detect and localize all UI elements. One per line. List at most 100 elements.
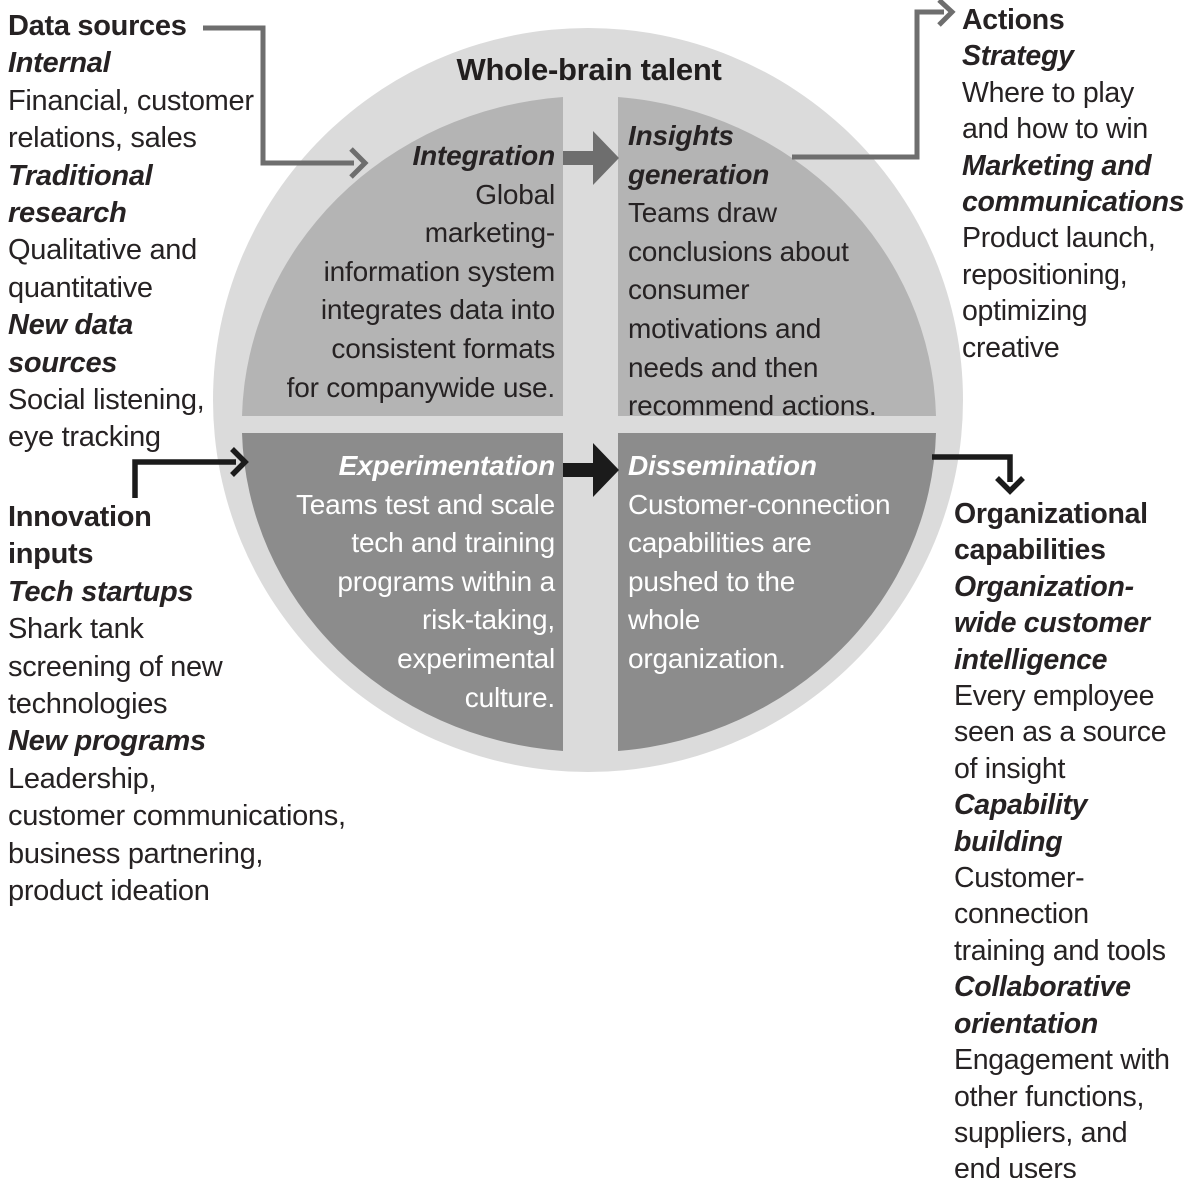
text-line: programs within a bbox=[337, 565, 555, 597]
text-line: whole bbox=[628, 604, 701, 636]
quadrant-dissemination bbox=[618, 433, 936, 751]
text-line: risk-taking, bbox=[422, 604, 555, 636]
text-line: experimental bbox=[397, 642, 555, 674]
text-line: Marketing and bbox=[962, 149, 1152, 182]
text-line: pushed to the bbox=[628, 565, 796, 597]
text-line: recommend actions. bbox=[628, 390, 877, 422]
quadrant-experimentation bbox=[242, 433, 563, 751]
text-line: New programs bbox=[8, 725, 206, 758]
text-line: conclusions about bbox=[628, 235, 849, 267]
innovation-inputs-connector-arrow-icon bbox=[132, 447, 249, 498]
text-line: Organizational bbox=[954, 498, 1148, 530]
text-line: technologies bbox=[8, 688, 168, 721]
text-line: Insights bbox=[628, 120, 734, 151]
text-line: Global bbox=[475, 178, 555, 210]
text-line: of insight bbox=[954, 752, 1066, 785]
text-line: Teams draw bbox=[628, 197, 777, 229]
text-line: eye tracking bbox=[8, 421, 161, 454]
text-line: consistent formats bbox=[331, 332, 555, 364]
data-sources-connector-arrow-icon bbox=[203, 25, 369, 179]
text-line: end users bbox=[954, 1153, 1077, 1178]
text-line: Strategy bbox=[962, 40, 1074, 73]
text-line: screening of new bbox=[8, 650, 223, 683]
text-line: other functions, bbox=[954, 1080, 1145, 1113]
text-line: capabilities are bbox=[628, 527, 812, 559]
text-line: Financial, customer bbox=[8, 84, 254, 117]
text-line: marketing- bbox=[424, 217, 555, 249]
text-line: Actions bbox=[962, 4, 1065, 36]
text-line: communications bbox=[962, 186, 1185, 219]
text-line: orientation bbox=[954, 1007, 1098, 1040]
text-line: Dissemination bbox=[628, 450, 817, 481]
text-line: motivations and bbox=[628, 312, 822, 344]
text-line: Organization- bbox=[954, 570, 1134, 603]
text-line: capabilities bbox=[954, 534, 1106, 567]
text-line: Customer-connection bbox=[628, 488, 891, 520]
text-line: consumer bbox=[628, 274, 750, 306]
text-line: information system bbox=[323, 255, 556, 287]
text-line: needs and then bbox=[628, 351, 819, 383]
text-line: integrates data into bbox=[320, 294, 555, 326]
quadrant-integration bbox=[242, 97, 563, 416]
text-line: optimizing bbox=[962, 295, 1088, 328]
text-line: Innovation bbox=[8, 501, 152, 533]
text-line: training and tools bbox=[954, 934, 1166, 967]
text-line: research bbox=[8, 197, 127, 230]
text-line: building bbox=[954, 825, 1063, 858]
text-line: Where to play bbox=[962, 76, 1134, 109]
text-line: product ideation bbox=[8, 875, 210, 908]
dissemination-to-org-connector-arrow-icon bbox=[932, 454, 1025, 495]
text-line: Tech startups bbox=[8, 575, 194, 608]
text-line: sources bbox=[8, 346, 118, 379]
text-line: Social listening, bbox=[8, 384, 205, 417]
text-line: creative bbox=[962, 331, 1060, 364]
text-line: seen as a source bbox=[954, 716, 1167, 749]
text-line: repositioning, bbox=[962, 258, 1128, 291]
text-line: wide customer bbox=[954, 607, 1150, 640]
text-line: Traditional bbox=[8, 159, 153, 192]
text-line: customer communications, bbox=[8, 800, 346, 833]
text-line: organization. bbox=[628, 642, 786, 674]
text-line: Data sources bbox=[8, 10, 187, 42]
text-line: Engagement with bbox=[954, 1044, 1170, 1077]
text-line: Capability bbox=[954, 789, 1088, 822]
integration-to-insights-arrow-icon bbox=[563, 131, 619, 185]
text-line: intelligence bbox=[954, 643, 1108, 676]
text-line: Internal bbox=[8, 47, 111, 80]
text-line: tech and training bbox=[351, 527, 555, 559]
text-line: Customer- bbox=[954, 862, 1085, 895]
text-line: Collaborative bbox=[954, 971, 1131, 1004]
text-line: generation bbox=[628, 158, 770, 190]
text-line: culture. bbox=[464, 681, 555, 713]
text-line: Experimentation bbox=[338, 450, 556, 481]
text-line: quantitative bbox=[8, 271, 153, 304]
insights-to-actions-connector-arrow-icon bbox=[792, 0, 956, 160]
text-line: New data bbox=[8, 309, 133, 342]
text-line: relations, sales bbox=[8, 122, 197, 155]
text-line: Teams test and scale bbox=[295, 488, 555, 520]
diagram-title: Whole-brain talent bbox=[456, 52, 722, 87]
text-line: connection bbox=[954, 898, 1089, 931]
text-line: and how to win bbox=[962, 113, 1148, 146]
text-line: business partnering, bbox=[8, 837, 264, 870]
text-line: Leadership, bbox=[8, 762, 157, 795]
text-line: Shark tank bbox=[8, 613, 144, 646]
experimentation-to-dissemination-arrow-icon bbox=[563, 443, 619, 497]
text-line: Product launch, bbox=[962, 222, 1156, 255]
text-line: for companywide use. bbox=[286, 371, 556, 403]
text-line: inputs bbox=[8, 538, 94, 571]
text-line: Integration bbox=[412, 140, 556, 171]
quadrant-insights-generation bbox=[618, 97, 936, 416]
text-line: Every employee bbox=[954, 680, 1155, 713]
text-line: Qualitative and bbox=[8, 234, 197, 267]
